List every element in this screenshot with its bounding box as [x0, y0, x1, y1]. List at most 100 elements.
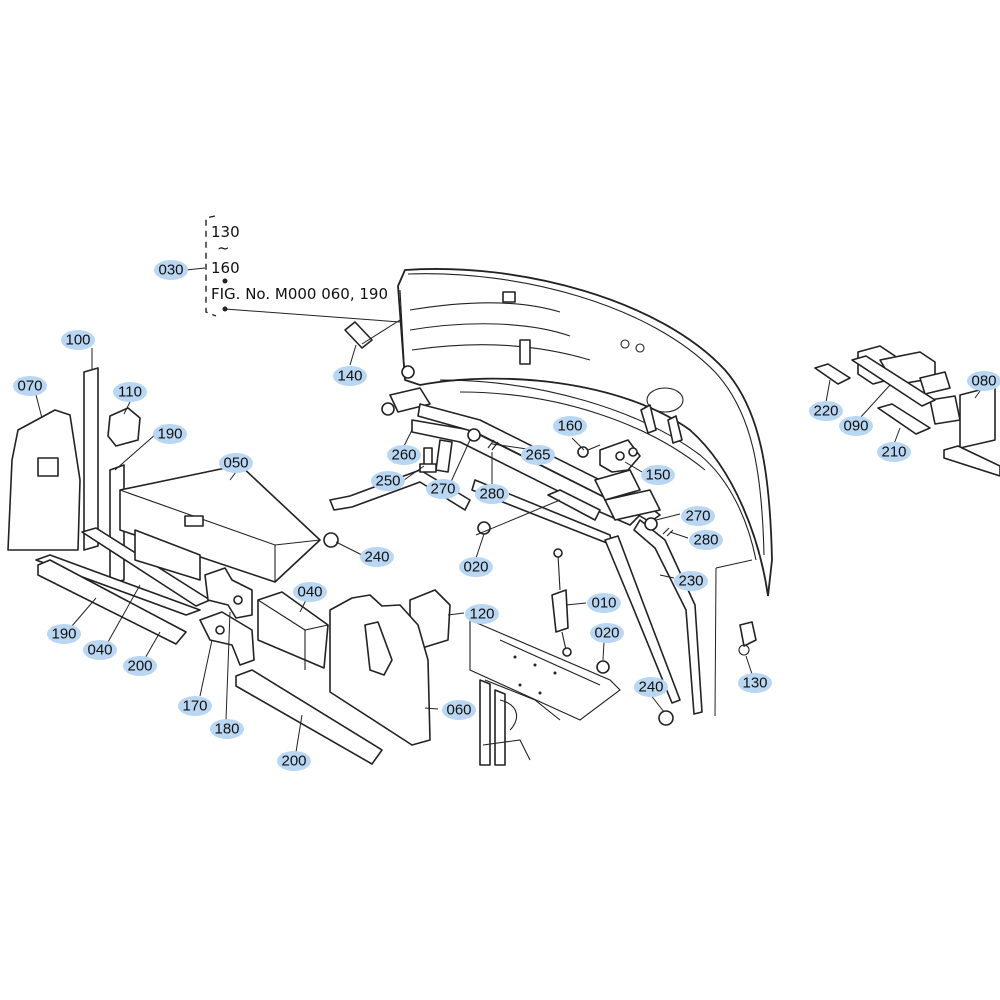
- right-assembly: [814, 345, 1000, 477]
- callout-210: 210: [877, 442, 911, 462]
- callout-number: 190: [51, 626, 76, 643]
- callout-number: 010: [591, 595, 616, 612]
- callout-270b: 270: [681, 506, 715, 526]
- callout-number: 060: [446, 702, 471, 719]
- callout-badge: [277, 751, 311, 771]
- block-040a: [257, 591, 329, 670]
- callout-number: 280: [479, 486, 504, 503]
- callout-010: 010: [587, 593, 621, 613]
- callout-170: 170: [178, 696, 212, 716]
- callout-080: 080: [967, 371, 1000, 391]
- callout-040b: 040: [83, 640, 117, 660]
- callout-badge: [154, 260, 188, 280]
- callout-140: 140: [333, 366, 367, 386]
- callout-number: 020: [463, 559, 488, 576]
- callout-badge: [839, 416, 873, 436]
- callout-number: 250: [375, 473, 400, 490]
- callout-260: 260: [387, 445, 421, 465]
- reference-fig-number: FIG. No. M000 060, 190: [211, 285, 388, 303]
- callout-number: 270: [430, 481, 455, 498]
- reference-tilde: ~: [217, 239, 230, 257]
- callout-230: 230: [674, 571, 708, 591]
- callout-number: 160: [557, 418, 582, 435]
- callout-badge: [293, 582, 327, 602]
- callout-number: 260: [391, 447, 416, 464]
- nut-020: [477, 521, 610, 674]
- weight-070: [7, 409, 81, 551]
- callout-200a: 200: [123, 656, 157, 676]
- callout-060: 060: [442, 700, 476, 720]
- callout-number: 100: [65, 332, 90, 349]
- callout-200b: 200: [277, 751, 311, 771]
- callout-070: 070: [13, 376, 47, 396]
- callout-badge: [387, 445, 421, 465]
- callout-number: 230: [678, 573, 703, 590]
- bracket-180: [204, 567, 253, 619]
- hood-latch: [667, 415, 683, 444]
- callout-240a: 240: [360, 547, 394, 567]
- hook-130: [738, 621, 757, 656]
- leader-lines: [35, 267, 981, 753]
- plate-050: [119, 464, 321, 583]
- callout-badge: [178, 696, 212, 716]
- callout-badge: [590, 623, 624, 643]
- callout-number: 220: [813, 403, 838, 420]
- callout-number: 110: [118, 384, 142, 401]
- callout-badge: [459, 557, 493, 577]
- reference-bracket: [205, 215, 217, 317]
- callout-number: 040: [297, 584, 322, 601]
- callout-050: 050: [219, 453, 253, 473]
- callout-180: 180: [210, 719, 244, 739]
- callout-badge: [681, 506, 715, 526]
- callout-badge: [967, 371, 1000, 391]
- callout-badge: [333, 366, 367, 386]
- callout-badge: [371, 471, 405, 491]
- callout-number: 040: [87, 642, 112, 659]
- pin-280: [662, 527, 674, 537]
- callout-number: 270: [685, 508, 710, 525]
- callout-badge: [465, 604, 499, 624]
- callout-220: 220: [809, 401, 843, 421]
- callout-badge: [123, 656, 157, 676]
- callout-240b: 240: [634, 677, 668, 697]
- bar-040b: [35, 529, 201, 616]
- callout-100: 100: [61, 330, 95, 350]
- callout-number: 070: [17, 378, 42, 395]
- callout-badge: [219, 453, 253, 473]
- lower-frame: [329, 469, 471, 511]
- callout-110: 110: [113, 382, 147, 402]
- callout-badge: [634, 677, 668, 697]
- callout-number: 180: [214, 721, 239, 738]
- reference-line-160: 160: [211, 259, 240, 277]
- callout-270a: 270: [426, 479, 460, 499]
- bar-090: [851, 355, 936, 407]
- callout-badge: [360, 547, 394, 567]
- callout-number: 210: [881, 444, 906, 461]
- callout-120: 120: [465, 604, 499, 624]
- callout-number: 240: [364, 549, 389, 566]
- hood-bracket: [519, 339, 531, 365]
- callout-number: 170: [182, 698, 207, 715]
- hood-catch: [502, 291, 516, 303]
- callout-020a: 020: [459, 557, 493, 577]
- leader-line: [224, 308, 401, 323]
- weight-060: [329, 594, 431, 746]
- bar-220: [814, 363, 851, 385]
- callout-badge: [475, 484, 509, 504]
- pin-280: [487, 439, 499, 451]
- callout-badge: [442, 700, 476, 720]
- callout-badge: [738, 673, 772, 693]
- callout-number: 200: [281, 753, 306, 770]
- bar-200a: [37, 559, 187, 645]
- callout-number: 120: [469, 606, 494, 623]
- callout-badge: [587, 593, 621, 613]
- bolt-250: [419, 447, 437, 473]
- callout-number: 130: [742, 675, 767, 692]
- callout-badge: [113, 382, 147, 402]
- callout-badge: [210, 719, 244, 739]
- callout-badge: [877, 442, 911, 462]
- bolt-240: [323, 532, 674, 726]
- callout-number: 265: [525, 447, 550, 464]
